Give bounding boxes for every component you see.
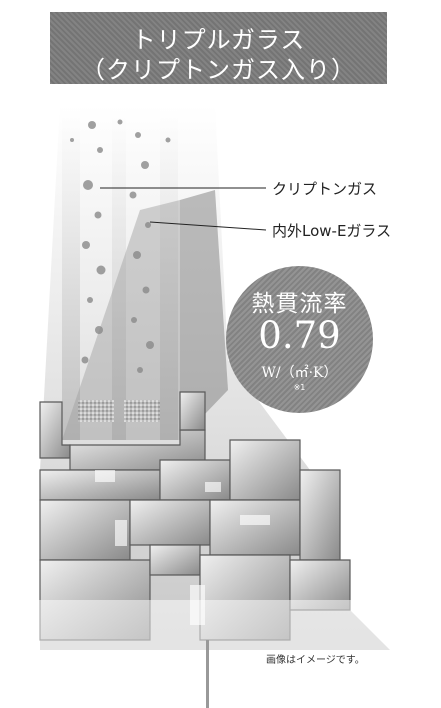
center-line bbox=[206, 640, 209, 708]
badge-note: ※1 bbox=[293, 383, 306, 392]
badge-unit: W/（㎡·K） bbox=[261, 365, 338, 381]
u-value-badge: 熱貫流率 0.79 W/（㎡·K） ※1 bbox=[226, 266, 373, 413]
label-leader-lines bbox=[100, 187, 267, 231]
badge-title: 熱貫流率 bbox=[251, 291, 348, 317]
title-line-2: （クリプトンガス入り） bbox=[81, 56, 356, 84]
glass-face bbox=[62, 200, 180, 440]
glass-face bbox=[180, 190, 228, 440]
glass-pane-middle bbox=[112, 110, 126, 440]
low-e-glass-label: 内外Low-Eガラス bbox=[272, 222, 392, 240]
image-caption: 画像はイメージです。 bbox=[266, 655, 365, 666]
title-banner: トリプルガラス （クリプトンガス入り） bbox=[50, 12, 387, 84]
spacer-right bbox=[124, 400, 160, 422]
title-line-1: トリプルガラス bbox=[131, 26, 306, 54]
glass-pane-outer bbox=[62, 110, 80, 440]
badge-value: 0.79 bbox=[258, 314, 341, 357]
spacer-left bbox=[78, 400, 114, 422]
krypton-gas-bubbles bbox=[70, 119, 171, 373]
glass-pane-inner bbox=[160, 110, 178, 440]
krypton-gas-label: クリプトンガス bbox=[272, 180, 378, 198]
